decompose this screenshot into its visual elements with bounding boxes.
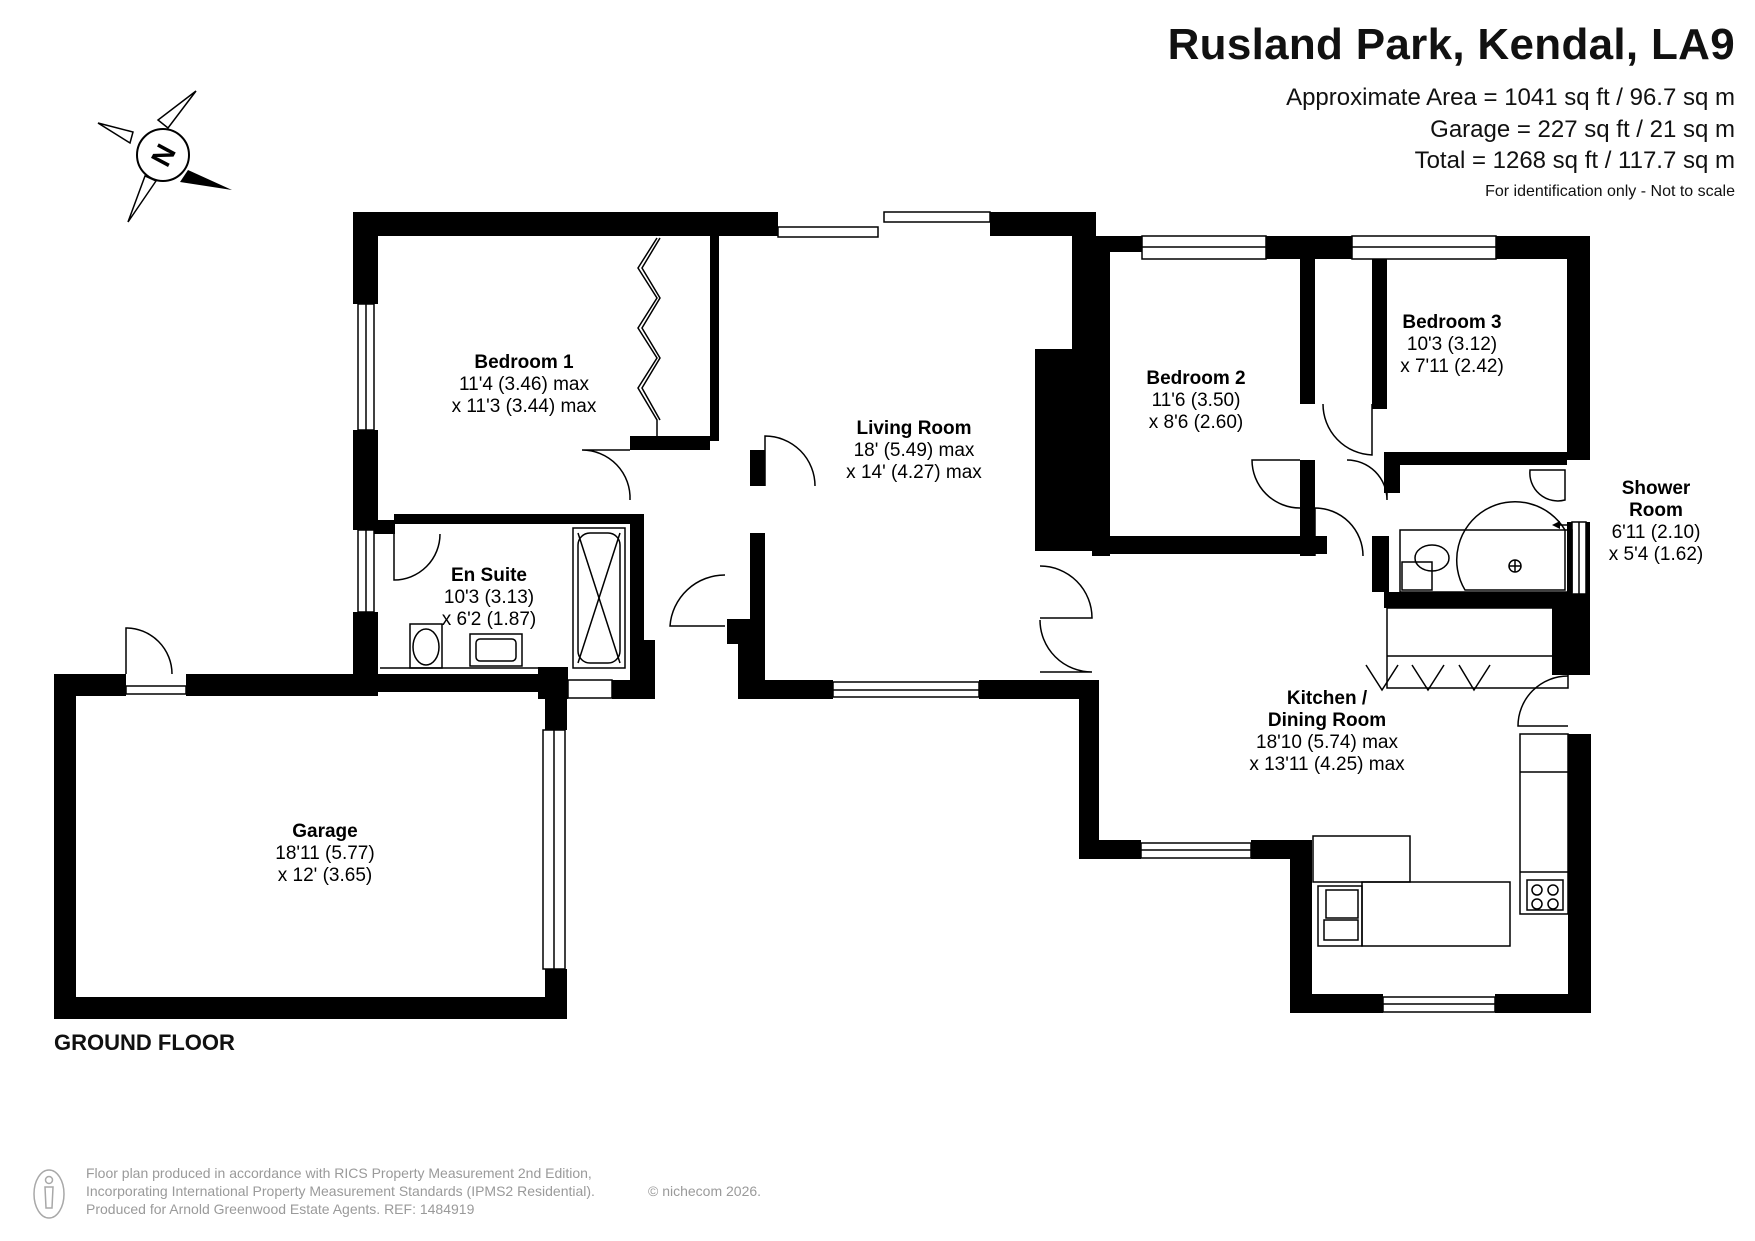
ensuite-dim1: 10'3 (3.13) — [444, 587, 534, 608]
living-room-name: Living Room — [856, 418, 971, 439]
living-room-dim2: x 14' (4.27) max — [846, 462, 982, 483]
shower-room-name1: Shower — [1622, 478, 1691, 499]
footer: Floor plan produced in accordance with R… — [86, 1164, 761, 1218]
person-icon — [33, 1169, 65, 1219]
shower-room-dim2: x 5'4 (1.62) — [1609, 544, 1703, 565]
room-labels: Bedroom 1 11'4 (3.46) max x 11'3 (3.44) … — [275, 312, 1703, 886]
bedroom1-dim1: 11'4 (3.46) max — [459, 374, 590, 395]
arrow-icon — [1552, 521, 1570, 529]
bedroom3-dim1: 10'3 (3.12) — [1407, 334, 1497, 355]
kitchen-dim2: x 13'11 (4.25) max — [1249, 754, 1405, 775]
kitchen-name2: Dining Room — [1268, 710, 1386, 731]
compass-icon: N — [97, 90, 232, 223]
garage-name: Garage — [292, 821, 357, 842]
bedroom3-dim2: x 7'11 (2.42) — [1400, 356, 1504, 377]
walls — [54, 212, 1591, 1019]
ensuite-name: En Suite — [451, 565, 527, 586]
fixtures — [380, 469, 1573, 947]
footer-line2: Incorporating International Property Mea… — [86, 1183, 595, 1199]
page-title: Rusland Park, Kendal, LA9 — [1167, 20, 1735, 69]
living-room-dim1: 18' (5.49) max — [854, 440, 975, 461]
floor-label: GROUND FLOOR — [54, 1030, 235, 1055]
garage-dim2: x 12' (3.65) — [278, 865, 372, 886]
door-swings — [125, 237, 1569, 727]
garage-area: Garage = 227 sq ft / 21 sq m — [1430, 116, 1735, 143]
ensuite-dim2: x 6'2 (1.87) — [442, 609, 536, 630]
bedroom2-dim1: 11'6 (3.50) — [1152, 390, 1241, 411]
bedroom1-name: Bedroom 1 — [474, 352, 574, 373]
scale-disclaimer: For identification only - Not to scale — [1485, 183, 1735, 200]
windows — [125, 211, 1587, 1013]
total-area: Total = 1268 sq ft / 117.7 sq m — [1414, 147, 1735, 174]
footer-copyright: © nichecom 2026. — [648, 1183, 762, 1199]
footer-line3: Produced for Arnold Greenwood Estate Age… — [86, 1201, 475, 1217]
bedroom3-name: Bedroom 3 — [1402, 312, 1501, 333]
bedroom2-name: Bedroom 2 — [1146, 368, 1245, 389]
kitchen-name1: Kitchen / — [1287, 688, 1368, 709]
shower-room-name2: Room — [1629, 500, 1683, 521]
bedroom2-dim2: x 8'6 (2.60) — [1149, 412, 1243, 433]
shower-room-dim1: 6'11 (2.10) — [1612, 522, 1701, 543]
bedroom1-dim2: x 11'3 (3.44) max — [452, 396, 597, 417]
approximate-area: Approximate Area = 1041 sq ft / 96.7 sq … — [1286, 84, 1735, 111]
footer-line1: Floor plan produced in accordance with R… — [86, 1165, 592, 1181]
garage-dim1: 18'11 (5.77) — [275, 843, 374, 864]
kitchen-dim1: 18'10 (5.74) max — [1256, 732, 1398, 753]
